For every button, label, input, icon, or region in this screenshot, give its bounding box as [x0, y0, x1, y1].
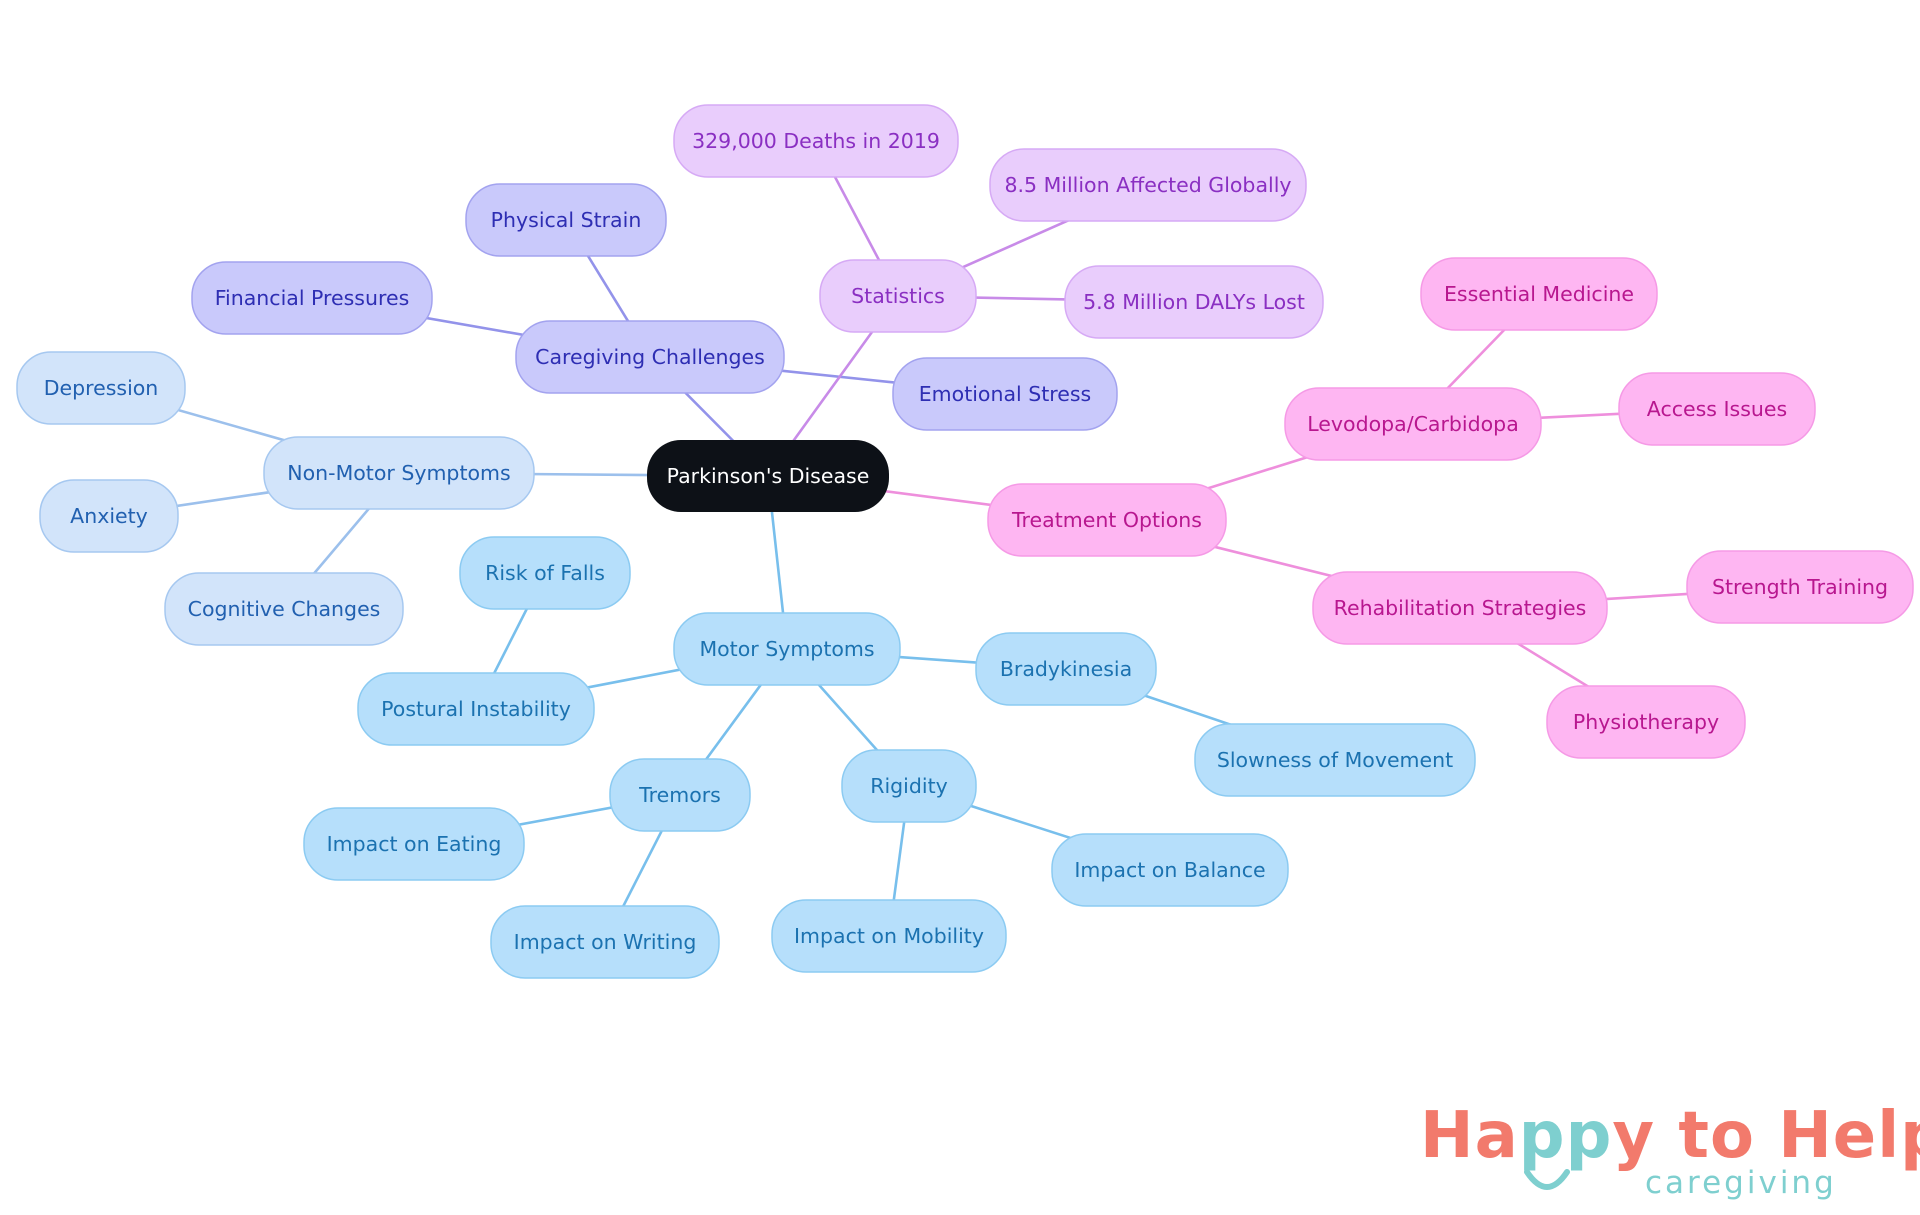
node-care-2-box — [191, 261, 433, 335]
node-care-1: Physical Strain — [465, 183, 667, 257]
node-mot-bra-label: Bradykinesia — [1000, 657, 1132, 681]
node-mot-rig-1-label: Impact on Mobility — [794, 924, 984, 948]
node-care-1-box — [465, 183, 667, 257]
node-care-3-box — [892, 357, 1118, 431]
node-nonm-box — [263, 436, 535, 510]
node-treat-lev-1-box — [1420, 257, 1658, 331]
node-mot-tre-2-label: Impact on Writing — [514, 930, 697, 954]
node-mot-rig-1: Impact on Mobility — [771, 899, 1007, 973]
node-motor-box — [673, 612, 901, 686]
node-care-3: Emotional Stress — [892, 357, 1118, 431]
happy-to-help-logo: Happy to Help caregiving — [1420, 1100, 1920, 1210]
node-mot-bra-1: Slowness of Movement — [1194, 723, 1476, 797]
node-care-3-label: Emotional Stress — [919, 382, 1092, 406]
node-mot-pos-1-label: Risk of Falls — [485, 561, 605, 585]
node-care-2: Financial Pressures — [191, 261, 433, 335]
node-treat-lev-1-label: Essential Medicine — [1444, 282, 1634, 306]
node-treat-reh-2-label: Physiotherapy — [1573, 710, 1719, 734]
node-motor: Motor Symptoms — [673, 612, 901, 686]
node-mot-tre-1-label: Impact on Eating — [327, 832, 502, 856]
node-mot-tre-2-box — [490, 905, 720, 979]
node-mot-rig-2: Impact on Balance — [1051, 833, 1289, 907]
node-mot-rig: Rigidity — [841, 749, 977, 823]
node-nonm-2-box — [39, 479, 179, 553]
node-mot-rig-box — [841, 749, 977, 823]
node-stats-box — [819, 259, 977, 333]
node-treat-reh-1-box — [1686, 550, 1914, 624]
node-treat-lev-1: Essential Medicine — [1420, 257, 1658, 331]
node-mot-tre-box — [609, 758, 751, 832]
node-treat-lev-label: Levodopa/Carbidopa — [1307, 412, 1519, 436]
node-mot-pos-1-box — [459, 536, 631, 610]
node-mot-pos-1: Risk of Falls — [459, 536, 631, 610]
node-nonm-1: Depression — [16, 351, 186, 425]
smile-icon — [1524, 1169, 1570, 1190]
node-nonm: Non-Motor Symptoms — [263, 436, 535, 510]
node-treat-box — [987, 483, 1227, 557]
node-mot-tre-1-box — [303, 807, 525, 881]
node-nonm-3: Cognitive Changes — [164, 572, 404, 646]
node-mot-rig-1-box — [771, 899, 1007, 973]
node-care: Caregiving Challenges — [515, 320, 785, 394]
node-mot-bra-1-label: Slowness of Movement — [1217, 748, 1453, 772]
node-treat-lev: Levodopa/Carbidopa — [1284, 387, 1542, 461]
node-stats-2-box — [989, 148, 1307, 222]
node-center-label: Parkinson's Disease — [667, 464, 870, 488]
node-nonm-label: Non-Motor Symptoms — [287, 461, 510, 485]
node-mot-rig-label: Rigidity — [870, 774, 948, 798]
node-care-2-label: Financial Pressures — [215, 286, 410, 310]
node-stats-2: 8.5 Million Affected Globally — [989, 148, 1307, 222]
node-center: Parkinson's Disease — [647, 440, 889, 512]
node-mot-tre-1: Impact on Eating — [303, 807, 525, 881]
node-mot-pos: Postural Instability — [357, 672, 595, 746]
node-treat-lev-box — [1284, 387, 1542, 461]
node-treat-label: Treatment Options — [1011, 508, 1202, 532]
node-stats-3-label: 5.8 Million DALYs Lost — [1083, 290, 1305, 314]
node-treat-reh-2-box — [1546, 685, 1746, 759]
node-treat-reh-box — [1312, 571, 1608, 645]
node-treat-lev-2-box — [1618, 372, 1816, 446]
node-nonm-3-box — [164, 572, 404, 646]
node-care-box — [515, 320, 785, 394]
node-mot-tre-label: Tremors — [638, 783, 721, 807]
node-treat-lev-2-label: Access Issues — [1647, 397, 1787, 421]
node-treat: Treatment Options — [987, 483, 1227, 557]
node-nonm-3-label: Cognitive Changes — [188, 597, 381, 621]
node-mot-tre-2: Impact on Writing — [490, 905, 720, 979]
node-stats: Statistics — [819, 259, 977, 333]
node-care-1-label: Physical Strain — [491, 208, 642, 232]
node-mot-pos-box — [357, 672, 595, 746]
node-treat-lev-2: Access Issues — [1618, 372, 1816, 446]
node-stats-3-box — [1064, 265, 1324, 339]
node-stats-3: 5.8 Million DALYs Lost — [1064, 265, 1324, 339]
node-mot-bra: Bradykinesia — [975, 632, 1157, 706]
node-mot-bra-box — [975, 632, 1157, 706]
node-care-label: Caregiving Challenges — [535, 345, 765, 369]
node-mot-rig-2-box — [1051, 833, 1289, 907]
node-mot-bra-1-box — [1194, 723, 1476, 797]
node-treat-reh-1-label: Strength Training — [1712, 575, 1888, 599]
node-mot-rig-2-label: Impact on Balance — [1074, 858, 1265, 882]
node-treat-reh-label: Rehabilitation Strategies — [1334, 596, 1587, 620]
node-nonm-1-box — [16, 351, 186, 425]
node-nonm-2-label: Anxiety — [70, 504, 148, 528]
node-mot-tre: Tremors — [609, 758, 751, 832]
node-nonm-1-label: Depression — [44, 376, 159, 400]
logo-wordmark: Happy to Help — [1420, 1099, 1920, 1173]
node-stats-1-box — [673, 104, 959, 178]
node-treat-reh: Rehabilitation Strategies — [1312, 571, 1608, 645]
node-nonm-2: Anxiety — [39, 479, 179, 553]
node-treat-reh-2: Physiotherapy — [1546, 685, 1746, 759]
node-center-box — [647, 440, 889, 512]
node-mot-pos-label: Postural Instability — [381, 697, 571, 721]
node-stats-2-label: 8.5 Million Affected Globally — [1004, 173, 1291, 197]
node-stats-1: 329,000 Deaths in 2019 — [673, 104, 959, 178]
node-stats-1-label: 329,000 Deaths in 2019 — [692, 129, 940, 153]
node-treat-reh-1: Strength Training — [1686, 550, 1914, 624]
node-stats-label: Statistics — [851, 284, 945, 308]
logo-tagline: caregiving — [1645, 1165, 1837, 1201]
node-motor-label: Motor Symptoms — [699, 637, 874, 661]
